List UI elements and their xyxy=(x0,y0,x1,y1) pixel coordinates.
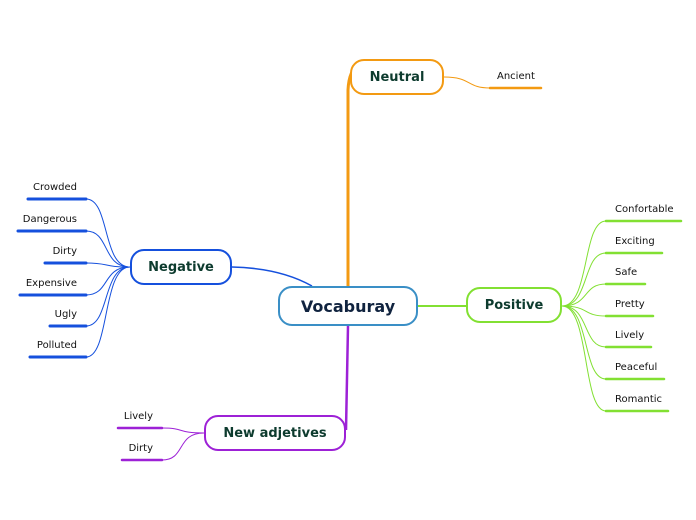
link-negative-ugly xyxy=(85,266,131,327)
link-central-negative xyxy=(231,266,313,287)
leaf-positive-pretty[interactable]: Pretty xyxy=(615,299,645,310)
link-negative-dirty xyxy=(85,262,131,268)
leaf-negative-dangerous[interactable]: Dangerous xyxy=(22,214,77,225)
link-positive-lively xyxy=(561,305,607,348)
leaf-negative-dirty[interactable]: Dirty xyxy=(52,246,77,257)
branch-negative[interactable]: Negative xyxy=(130,249,232,285)
leaf-positive-confortable[interactable]: Confortable xyxy=(615,204,674,215)
leaf-negative-polluted[interactable]: Polluted xyxy=(36,340,77,351)
leaf-positive-lively[interactable]: Lively xyxy=(615,330,645,341)
central-topic[interactable]: Vocaburay xyxy=(278,286,418,326)
leaf-positive-peaceful[interactable]: Peaceful xyxy=(615,362,658,373)
leaf-positive-romantic[interactable]: Romantic xyxy=(615,394,663,405)
link-negative-polluted xyxy=(85,266,131,358)
leaf-new_adjectives-lively[interactable]: Lively xyxy=(123,411,153,422)
link-positive-safe xyxy=(561,283,607,307)
branch-new-adjectives[interactable]: New adjetives xyxy=(204,415,346,451)
link-negative-expensive xyxy=(85,266,131,296)
link-positive-peaceful xyxy=(561,305,607,380)
branch-neutral[interactable]: Neutral xyxy=(350,59,444,95)
leaf-positive-safe[interactable]: Safe xyxy=(615,267,638,278)
link-neutral-ancient xyxy=(443,76,491,89)
link-central-new xyxy=(344,325,350,431)
link-negative-crowded xyxy=(85,198,131,268)
link-central-neutral xyxy=(346,64,359,286)
link-new_adjectives-lively xyxy=(161,427,205,434)
leaf-negative-crowded[interactable]: Crowded xyxy=(32,182,77,193)
link-positive-pretty xyxy=(561,305,607,317)
leaf-positive-exciting[interactable]: Exciting xyxy=(615,236,655,247)
link-negative-dangerous xyxy=(85,230,131,268)
link-positive-confortable xyxy=(561,220,607,307)
leaf-negative-ugly[interactable]: Ugly xyxy=(54,309,77,320)
leaf-neutral-ancient[interactable]: Ancient xyxy=(497,71,535,82)
branch-positive[interactable]: Positive xyxy=(466,287,562,323)
link-new_adjectives-dirty xyxy=(161,432,205,461)
link-positive-exciting xyxy=(561,252,607,307)
leaf-new_adjectives-dirty[interactable]: Dirty xyxy=(128,443,153,454)
link-positive-romantic xyxy=(561,305,607,412)
leaf-negative-expensive[interactable]: Expensive xyxy=(25,278,77,289)
